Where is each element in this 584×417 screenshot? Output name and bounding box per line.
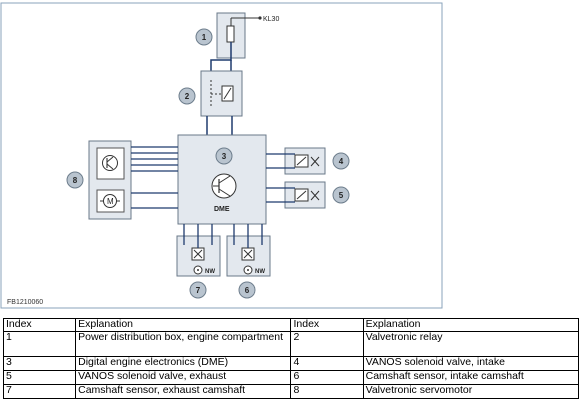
legend-row: 5 VANOS solenoid valve, exhaust 6 Camsha… [2, 370, 580, 385]
wiring-diagram: KL30 DME M [0, 2, 443, 309]
legend-index: 5 [2, 370, 77, 385]
svg-text:4: 4 [339, 157, 344, 166]
dme-label: DME [214, 206, 230, 213]
svg-text:8: 8 [73, 176, 78, 185]
callout-2: 2 [178, 87, 196, 105]
callout-5: 5 [332, 186, 350, 204]
legend-explanation: Camshaft sensor, exhaust camshaft [75, 384, 292, 399]
legend-index: 2 [290, 331, 364, 357]
legend-header-row: Index Explanation Index Explanation [2, 318, 580, 332]
legend-header-index: Index [2, 318, 77, 332]
legend-explanation: Valvetronic relay [362, 331, 580, 357]
wire-vanos-intake [266, 153, 295, 169]
callout-6: 6 [238, 281, 256, 299]
legend-header-explanation: Explanation [75, 318, 292, 332]
wire-cam-intake [233, 224, 263, 248]
svg-text:3: 3 [222, 152, 227, 161]
callout-4: 4 [332, 152, 350, 170]
svg-text:6: 6 [245, 286, 250, 295]
vanos-solenoid-intake [284, 147, 326, 175]
legend-explanation: Digital engine electronics (DME) [75, 356, 292, 371]
valvetronic-relay [200, 70, 243, 117]
wire-servomotor-bus [131, 146, 178, 209]
wire-vanos-exhaust [266, 187, 295, 203]
legend-header-explanation: Explanation [362, 318, 580, 332]
svg-text:1: 1 [202, 33, 207, 42]
kl30-label: KL30 [263, 16, 279, 23]
legend-header-index: Index [290, 318, 364, 332]
legend-explanation: Power distribution box, engine compartme… [75, 331, 292, 357]
figure-code: FB1210060 [7, 299, 43, 306]
legend-explanation: Valvetronic servomotor [362, 384, 580, 399]
nw-label-intake: NW [255, 269, 265, 275]
legend-index: 7 [2, 384, 77, 399]
legend-index: 1 [2, 331, 77, 357]
callout-3: 3 [215, 147, 233, 165]
legend-index: 6 [290, 370, 364, 385]
svg-text:5: 5 [339, 191, 344, 200]
callout-7: 7 [189, 281, 207, 299]
legend-explanation: Camshaft sensor, intake camshaft [362, 370, 580, 385]
legend-row: 7 Camshaft sensor, exhaust camshaft 8 Va… [2, 384, 580, 399]
legend-row: 3 Digital engine electronics (DME) 4 VAN… [2, 356, 580, 371]
legend-explanation: VANOS solenoid valve, intake [362, 356, 580, 371]
legend-index: 8 [290, 384, 364, 399]
wire-cam-exhaust [183, 224, 213, 248]
svg-text:2: 2 [185, 92, 190, 101]
callout-1: 1 [195, 28, 213, 46]
legend-row: 1 Power distribution box, engine compart… [2, 331, 580, 357]
callout-8: 8 [66, 171, 84, 189]
svg-text:7: 7 [196, 286, 201, 295]
svg-text:M: M [107, 197, 114, 206]
vanos-solenoid-exhaust [284, 181, 326, 209]
legend-index: 4 [290, 356, 364, 371]
legend-explanation: VANOS solenoid valve, exhaust [75, 370, 292, 385]
legend-index: 3 [2, 356, 77, 371]
wire-relay-to-dme [206, 116, 233, 135]
legend-table: Index Explanation Index Explanation 1 Po… [2, 318, 580, 399]
valvetronic-servomotor: M [88, 140, 132, 220]
nw-label-exhaust: NW [205, 269, 215, 275]
